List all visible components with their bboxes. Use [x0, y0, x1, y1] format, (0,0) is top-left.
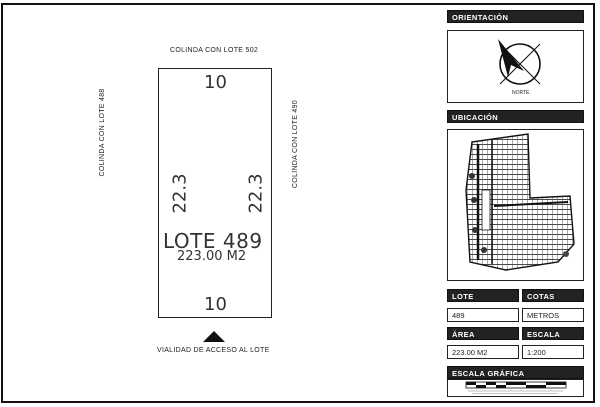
left-dimension: 22.3 [169, 173, 191, 214]
north-arrow-icon [498, 39, 541, 85]
north-label: NORTE [512, 90, 530, 96]
cotas-value: METROS [522, 308, 584, 322]
lot-area: 223.00 M2 [177, 249, 247, 264]
right-dimension: 22.3 [245, 173, 267, 214]
location-box [447, 129, 584, 281]
escala-value: 1:200 [522, 345, 584, 359]
access-arrow-icon [203, 331, 225, 342]
lote-value: 489 [447, 308, 519, 322]
graphic-scale-box [447, 379, 584, 397]
bottom-dimension: 10 [204, 294, 227, 315]
drawing-frame [1, 3, 595, 403]
top-dimension: 10 [204, 72, 227, 93]
escala-header: ESCALA [522, 327, 584, 340]
orientation-header: ORIENTACIÓN [447, 10, 584, 23]
lot-outline [158, 68, 272, 318]
top-neighbor-label: COLINDA CON LOTE 502 [170, 47, 259, 54]
area-header: ÁREA [447, 327, 519, 340]
cotas-header: COTAS [522, 289, 584, 302]
lote-header: LOTE [447, 289, 519, 302]
orientation-box: NORTE [447, 30, 584, 103]
access-label: VIALIDAD DE ACCESO AL LOTE [157, 347, 270, 354]
area-value: 223.00 M2 [447, 345, 519, 359]
scale-bar-icon [465, 381, 567, 394]
site-map-icon [465, 133, 575, 271]
left-neighbor-label: COLINDA CON LOTE 488 [98, 88, 106, 177]
right-neighbor-label: COLINDA CON LOTE 490 [292, 100, 299, 189]
lot-title: LOTE 489 [163, 229, 263, 253]
location-header: UBICACIÓN [447, 110, 584, 123]
graphic-scale-header: ESCALA GRÁFICA [447, 366, 584, 379]
